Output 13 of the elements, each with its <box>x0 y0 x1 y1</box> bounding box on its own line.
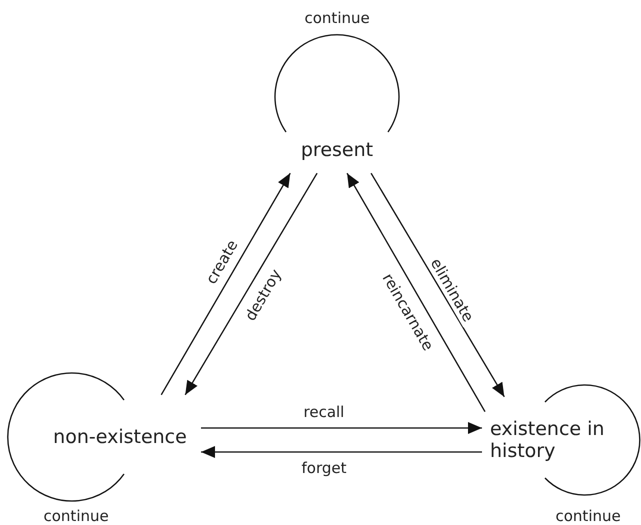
state-label: non-existence <box>53 426 187 448</box>
state-label: existence in history <box>490 418 606 462</box>
arrow <box>160 172 291 396</box>
arrow <box>201 446 482 458</box>
arrow <box>346 172 486 412</box>
arrow <box>184 172 318 396</box>
loop-arc <box>274 34 400 132</box>
arrow <box>370 172 505 398</box>
arrow <box>201 422 482 434</box>
state-label: present <box>300 139 374 161</box>
edge-label: forget <box>298 459 350 477</box>
loop-arc <box>544 384 640 496</box>
loop-arc <box>7 372 124 502</box>
